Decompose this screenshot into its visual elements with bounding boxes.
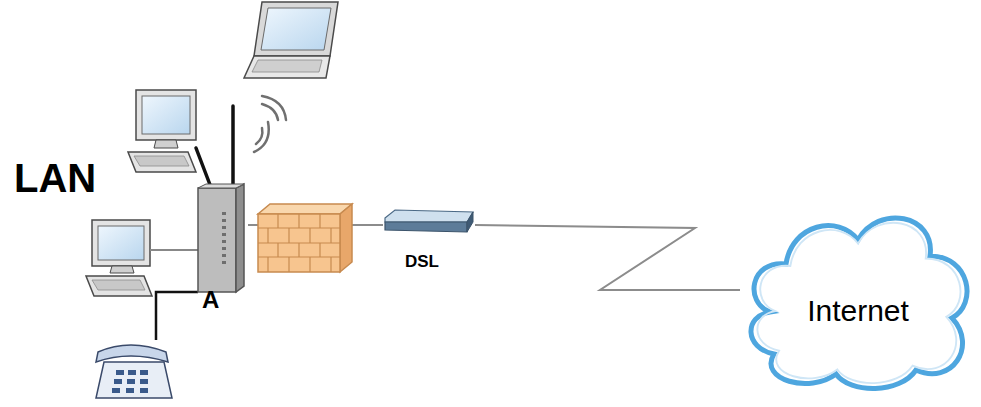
- modem-top: [385, 210, 473, 222]
- node-outline: [192, 182, 248, 316]
- node-label: A: [202, 286, 219, 314]
- keyboard: [86, 276, 152, 296]
- brick-lines: [258, 214, 340, 272]
- monitor: [136, 90, 196, 140]
- laptop-base: [244, 56, 330, 78]
- monitor-stand: [110, 266, 134, 273]
- phone-wire: [156, 292, 198, 340]
- monitor: [92, 220, 150, 266]
- status-led: [222, 212, 226, 215]
- desktop-computer: [128, 90, 196, 172]
- laptop-screen: [261, 8, 331, 50]
- phone-base: [96, 362, 172, 398]
- router-front: [198, 188, 236, 292]
- phone-keys: [112, 370, 148, 393]
- monitor-screen: [98, 226, 144, 260]
- laptop-lid: [254, 2, 338, 56]
- status-led: [222, 233, 226, 236]
- keyboard: [128, 152, 196, 172]
- modem-side: [467, 212, 473, 232]
- dsl-modem: DSL: [383, 208, 475, 274]
- wireless-waves: [254, 96, 286, 152]
- node-label: Internet: [740, 294, 976, 328]
- firewall-front: [258, 214, 340, 272]
- ethernet-wire: [150, 249, 200, 251]
- network-label: LAN: [14, 156, 96, 201]
- laptop: [244, 2, 338, 78]
- status-led: [222, 254, 226, 257]
- status-led: [222, 219, 226, 222]
- wave: [262, 104, 278, 120]
- router-top: [198, 184, 244, 188]
- status-led: [222, 261, 226, 264]
- node-label: DSL: [405, 252, 439, 272]
- firewall-side: [340, 204, 352, 272]
- keyboard-keys: [92, 280, 145, 290]
- phone-handset: [96, 345, 168, 362]
- internet-cloud: Internet: [740, 200, 976, 396]
- keyboard-keys: [134, 156, 189, 166]
- modem-front: [385, 222, 467, 232]
- telephone: [96, 345, 172, 398]
- laptop-keyboard: [252, 60, 322, 72]
- desktop-computer: [86, 220, 152, 296]
- status-led: [222, 226, 226, 229]
- firewall: [258, 204, 352, 272]
- monitor-stand: [154, 140, 178, 148]
- router-device: A: [192, 182, 248, 316]
- wave: [254, 122, 269, 152]
- wave: [262, 96, 286, 120]
- wave: [256, 128, 262, 144]
- status-led: [222, 240, 226, 243]
- monitor-screen: [142, 96, 190, 134]
- router-side: [236, 184, 244, 292]
- network-link: [475, 225, 740, 290]
- antenna: [231, 106, 235, 190]
- firewall-top: [258, 204, 352, 214]
- status-led: [222, 247, 226, 250]
